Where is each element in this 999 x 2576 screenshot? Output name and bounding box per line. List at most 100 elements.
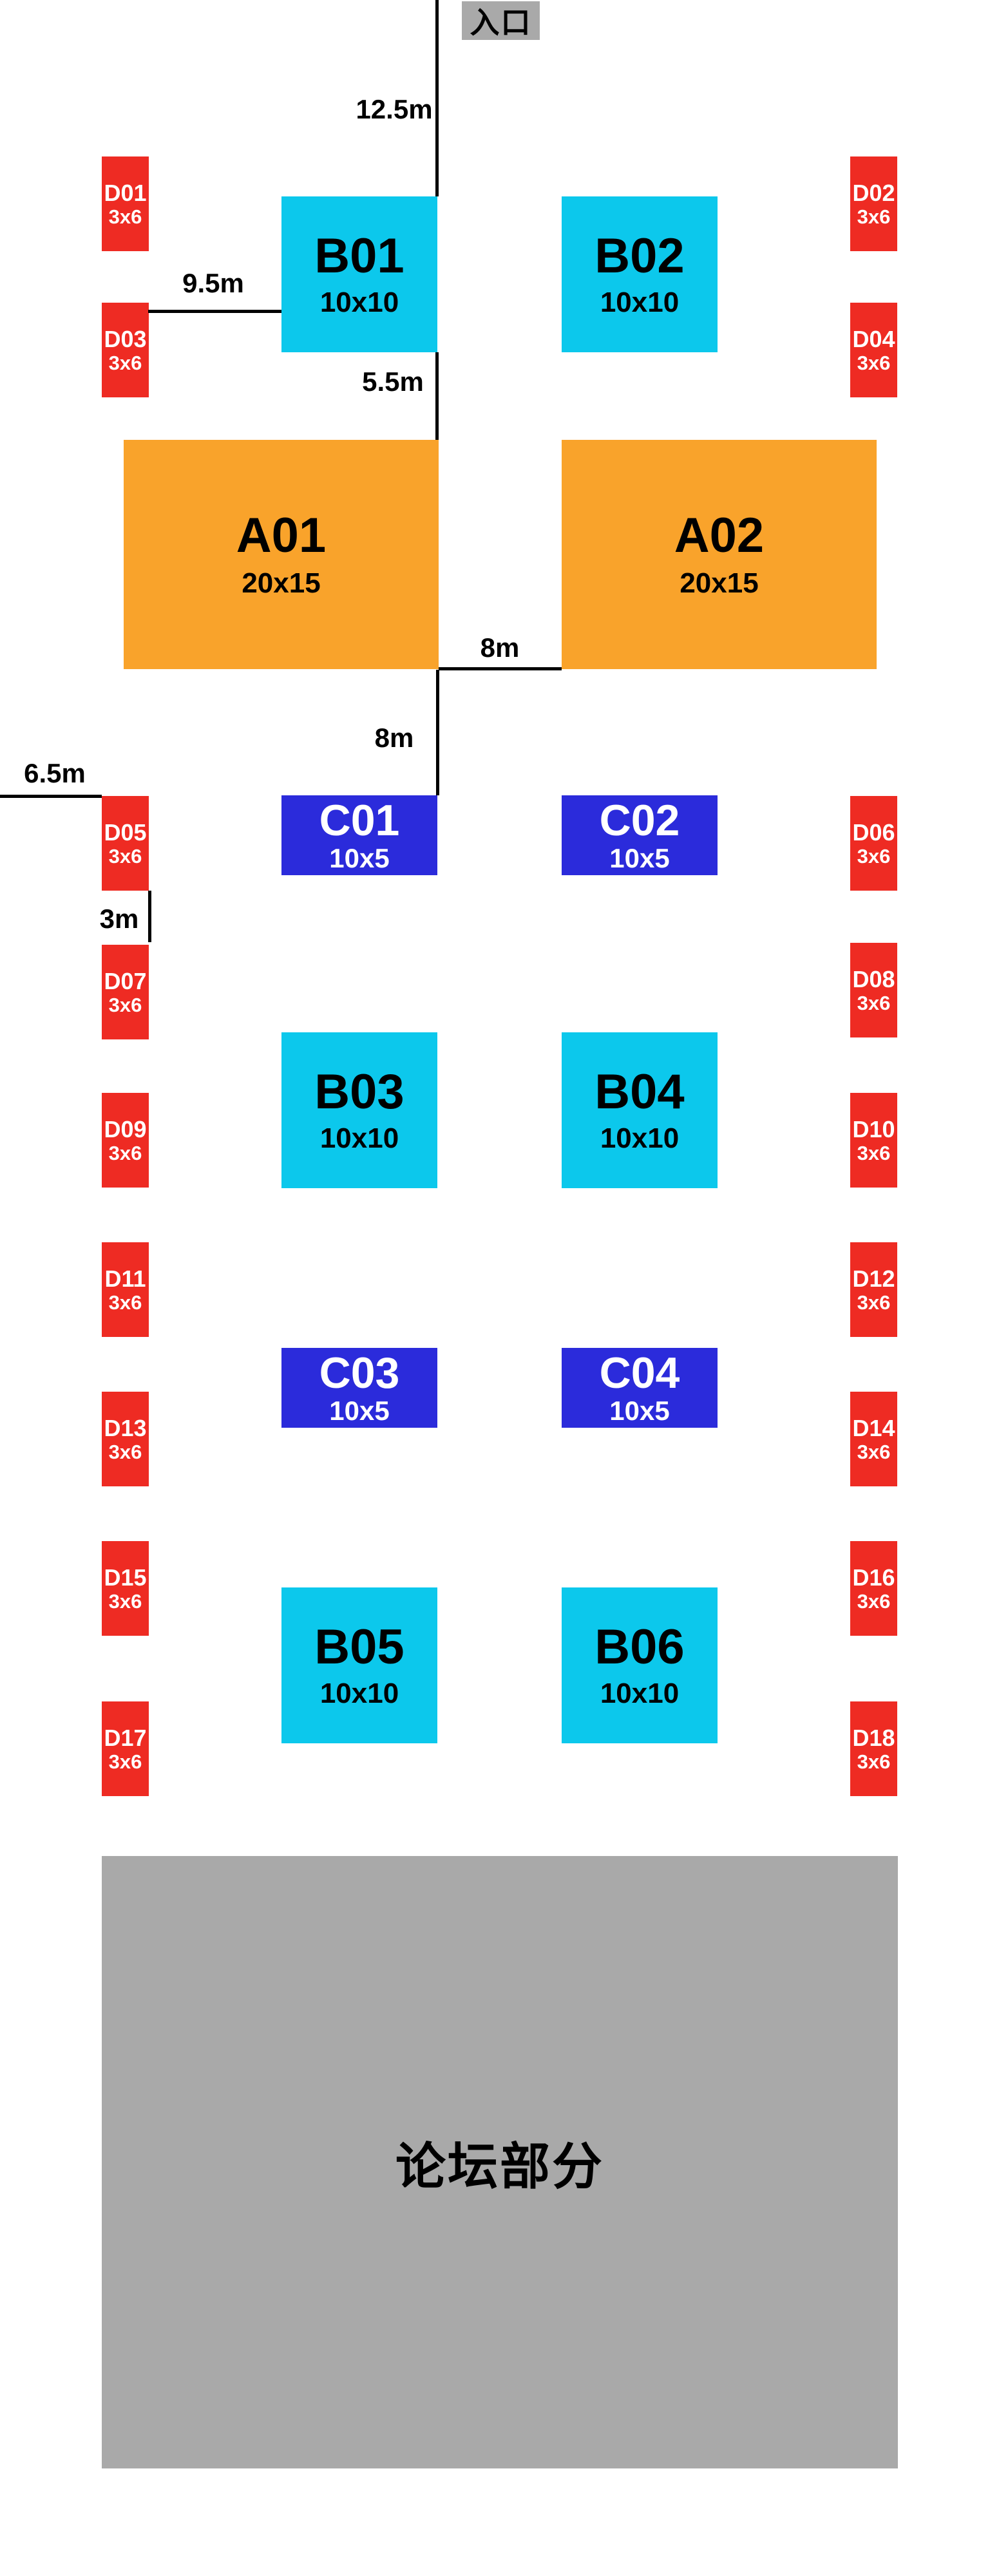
forum-area: 论坛部分 <box>102 1856 898 2468</box>
booth-code: D10 <box>852 1115 895 1142</box>
gap-3m-line <box>148 891 151 942</box>
booth-size: 10x10 <box>319 1122 399 1154</box>
booth-size: 3x6 <box>108 993 142 1016</box>
booth-code: B04 <box>595 1065 685 1119</box>
booth-code: C01 <box>319 796 400 845</box>
booth-size: 10x10 <box>319 287 399 318</box>
booth-size: 3x6 <box>857 351 891 374</box>
dimension-label-8m: 8m <box>374 723 414 753</box>
booth-code: D16 <box>852 1564 895 1591</box>
booth-size: 20x15 <box>242 567 321 599</box>
booth-a02: A02 20x15 <box>562 440 877 669</box>
booth-code: D01 <box>104 179 147 206</box>
booth-size: 10x5 <box>329 1396 390 1426</box>
gap-8m-vert-line <box>436 670 439 795</box>
booth-size: 3x6 <box>857 1589 891 1613</box>
dimension-label-9-5m: 9.5m <box>182 268 244 298</box>
booth-code: C03 <box>319 1349 400 1397</box>
booth-code: B03 <box>314 1065 404 1119</box>
booth-code: D14 <box>852 1414 895 1441</box>
booth-size: 3x6 <box>108 1440 142 1463</box>
booth-size: 3x6 <box>857 205 891 228</box>
dimension-label-12-5m: 12.5m <box>356 94 433 124</box>
booth-size: 10x10 <box>600 1678 680 1709</box>
entrance-label: 入口 <box>462 1 540 40</box>
dimension-label-5-5m: 5.5m <box>362 366 424 397</box>
booth-size: 3x6 <box>108 1589 142 1613</box>
booth-size: 3x6 <box>108 205 142 228</box>
booth-size: 3x6 <box>108 1291 142 1314</box>
booth-size: 10x10 <box>319 1678 399 1709</box>
booth-b01: B01 10x10 <box>281 196 437 352</box>
booth-size: 3x6 <box>857 991 891 1014</box>
booth-size: 3x6 <box>108 1750 142 1773</box>
booth-size: 10x5 <box>609 1396 670 1426</box>
booth-size: 10x5 <box>609 843 670 873</box>
booth-code: A02 <box>674 508 765 563</box>
dimension-label-3m: 3m <box>99 904 139 934</box>
booth-size: 3x6 <box>857 1750 891 1773</box>
booth-code: D18 <box>852 1724 895 1751</box>
gap-8m-horiz-line <box>439 667 562 670</box>
gap-6-5m-line <box>0 795 102 798</box>
booth-code: B06 <box>595 1620 685 1674</box>
booth-code: D09 <box>104 1115 147 1142</box>
booth-size: 3x6 <box>108 351 142 374</box>
booth-code: D07 <box>104 967 147 994</box>
booth-code: D13 <box>104 1414 147 1441</box>
booth-code: B05 <box>314 1620 404 1674</box>
booth-b05: B05 10x10 <box>281 1587 437 1743</box>
booth-code: A01 <box>236 508 327 563</box>
dimension-label-6-5m: 6.5m <box>24 758 86 788</box>
dimension-label-8m: 8m <box>480 632 520 663</box>
booth-size: 10x5 <box>329 843 390 873</box>
booth-b06: B06 10x10 <box>562 1587 718 1743</box>
booth-code: D17 <box>104 1724 147 1751</box>
booth-size: 10x10 <box>600 287 680 318</box>
booth-size: 3x6 <box>857 1141 891 1164</box>
booth-a01: A01 20x15 <box>124 440 439 669</box>
entrance-label-text: 入口 <box>470 6 532 39</box>
booth-size: 3x6 <box>108 844 142 867</box>
booth-code: B01 <box>314 229 404 283</box>
gap-9-5m-line <box>148 310 281 313</box>
booth-code: D05 <box>104 819 147 846</box>
booth-code: C02 <box>599 796 680 845</box>
booth-code: D12 <box>852 1265 895 1292</box>
booth-size: 3x6 <box>857 1440 891 1463</box>
booth-code: D11 <box>104 1265 146 1292</box>
booth-size: 3x6 <box>857 1291 891 1314</box>
booth-code: D03 <box>104 325 147 352</box>
booth-size: 20x15 <box>680 567 759 599</box>
booth-b02: B02 10x10 <box>562 196 718 352</box>
booth-code: D15 <box>104 1564 147 1591</box>
booth-code: B02 <box>595 229 685 283</box>
booth-code: D04 <box>852 325 895 352</box>
booth-code: D02 <box>852 179 895 206</box>
entrance-line <box>435 0 439 196</box>
